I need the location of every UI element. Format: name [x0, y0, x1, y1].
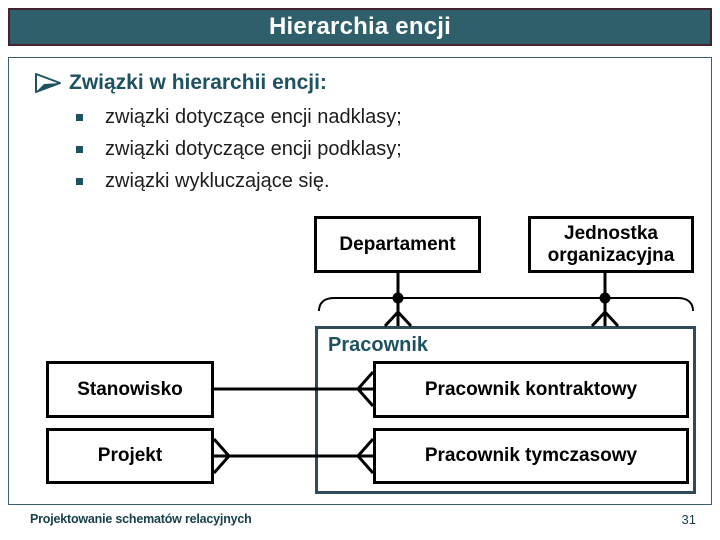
bullet-heading: Związki w hierarchii encji: — [69, 71, 327, 94]
entity-pracownik-kontraktowy: Pracownik kontraktowy — [373, 361, 689, 418]
entity-pracownik-tymczasowy: Pracownik tymczasowy — [373, 428, 689, 484]
footer-course-title: Projektowanie schematów relacyjnych — [30, 512, 252, 526]
entity-projekt: Projekt — [46, 428, 214, 484]
square-bullet-icon — [76, 113, 83, 121]
bullet-heading-row: Związki w hierarchii encji: — [34, 69, 402, 97]
entity-label: Jednostka organizacyjna — [547, 223, 675, 266]
bullet-item-text: związki dotyczące encji podklasy; — [105, 137, 402, 160]
entity-departament: Departament — [314, 216, 481, 273]
square-bullet-icon — [76, 177, 83, 185]
entity-jednostka-organizacyjna: Jednostka organizacyjna — [528, 216, 694, 273]
crow-foot-jednostka — [590, 298, 620, 328]
bullet-item: związki dotyczące encji podklasy; — [34, 137, 402, 161]
slide-footer: Projektowanie schematów relacyjnych 31 — [0, 505, 720, 540]
bullet-item-text: związki dotyczące encji nadklasy; — [105, 105, 402, 128]
entity-label: Projekt — [97, 445, 163, 467]
slide-content: Związki w hierarchii encji: związki doty… — [8, 57, 712, 505]
bullet-item: związki wykluczające się. — [34, 169, 402, 193]
arc-dot — [392, 292, 404, 304]
arrow-bullet-icon — [35, 73, 61, 93]
entity-label: Pracownik tymczasowy — [424, 445, 638, 467]
crow-foot-departament — [383, 298, 413, 328]
bullet-list: Związki w hierarchii encji: związki doty… — [34, 69, 402, 193]
slide-title-bar: Hierarchia encji — [8, 8, 712, 46]
square-bullet-icon — [76, 145, 83, 153]
entity-label: Departament — [339, 233, 456, 255]
page-title: Hierarchia encji — [269, 13, 451, 40]
bullet-item-text: związki wykluczające się. — [105, 169, 330, 192]
arc-connector — [318, 297, 694, 312]
bullet-item: związki dotyczące encji nadklasy; — [34, 105, 402, 129]
page-number: 31 — [681, 512, 696, 527]
entity-stanowisko: Stanowisko — [46, 361, 214, 418]
entity-label: Stanowisko — [77, 378, 183, 400]
entity-label: Pracownik kontraktowy — [424, 378, 638, 400]
arc-dot — [599, 292, 611, 304]
entity-pracownik-label: Pracownik — [328, 334, 429, 356]
